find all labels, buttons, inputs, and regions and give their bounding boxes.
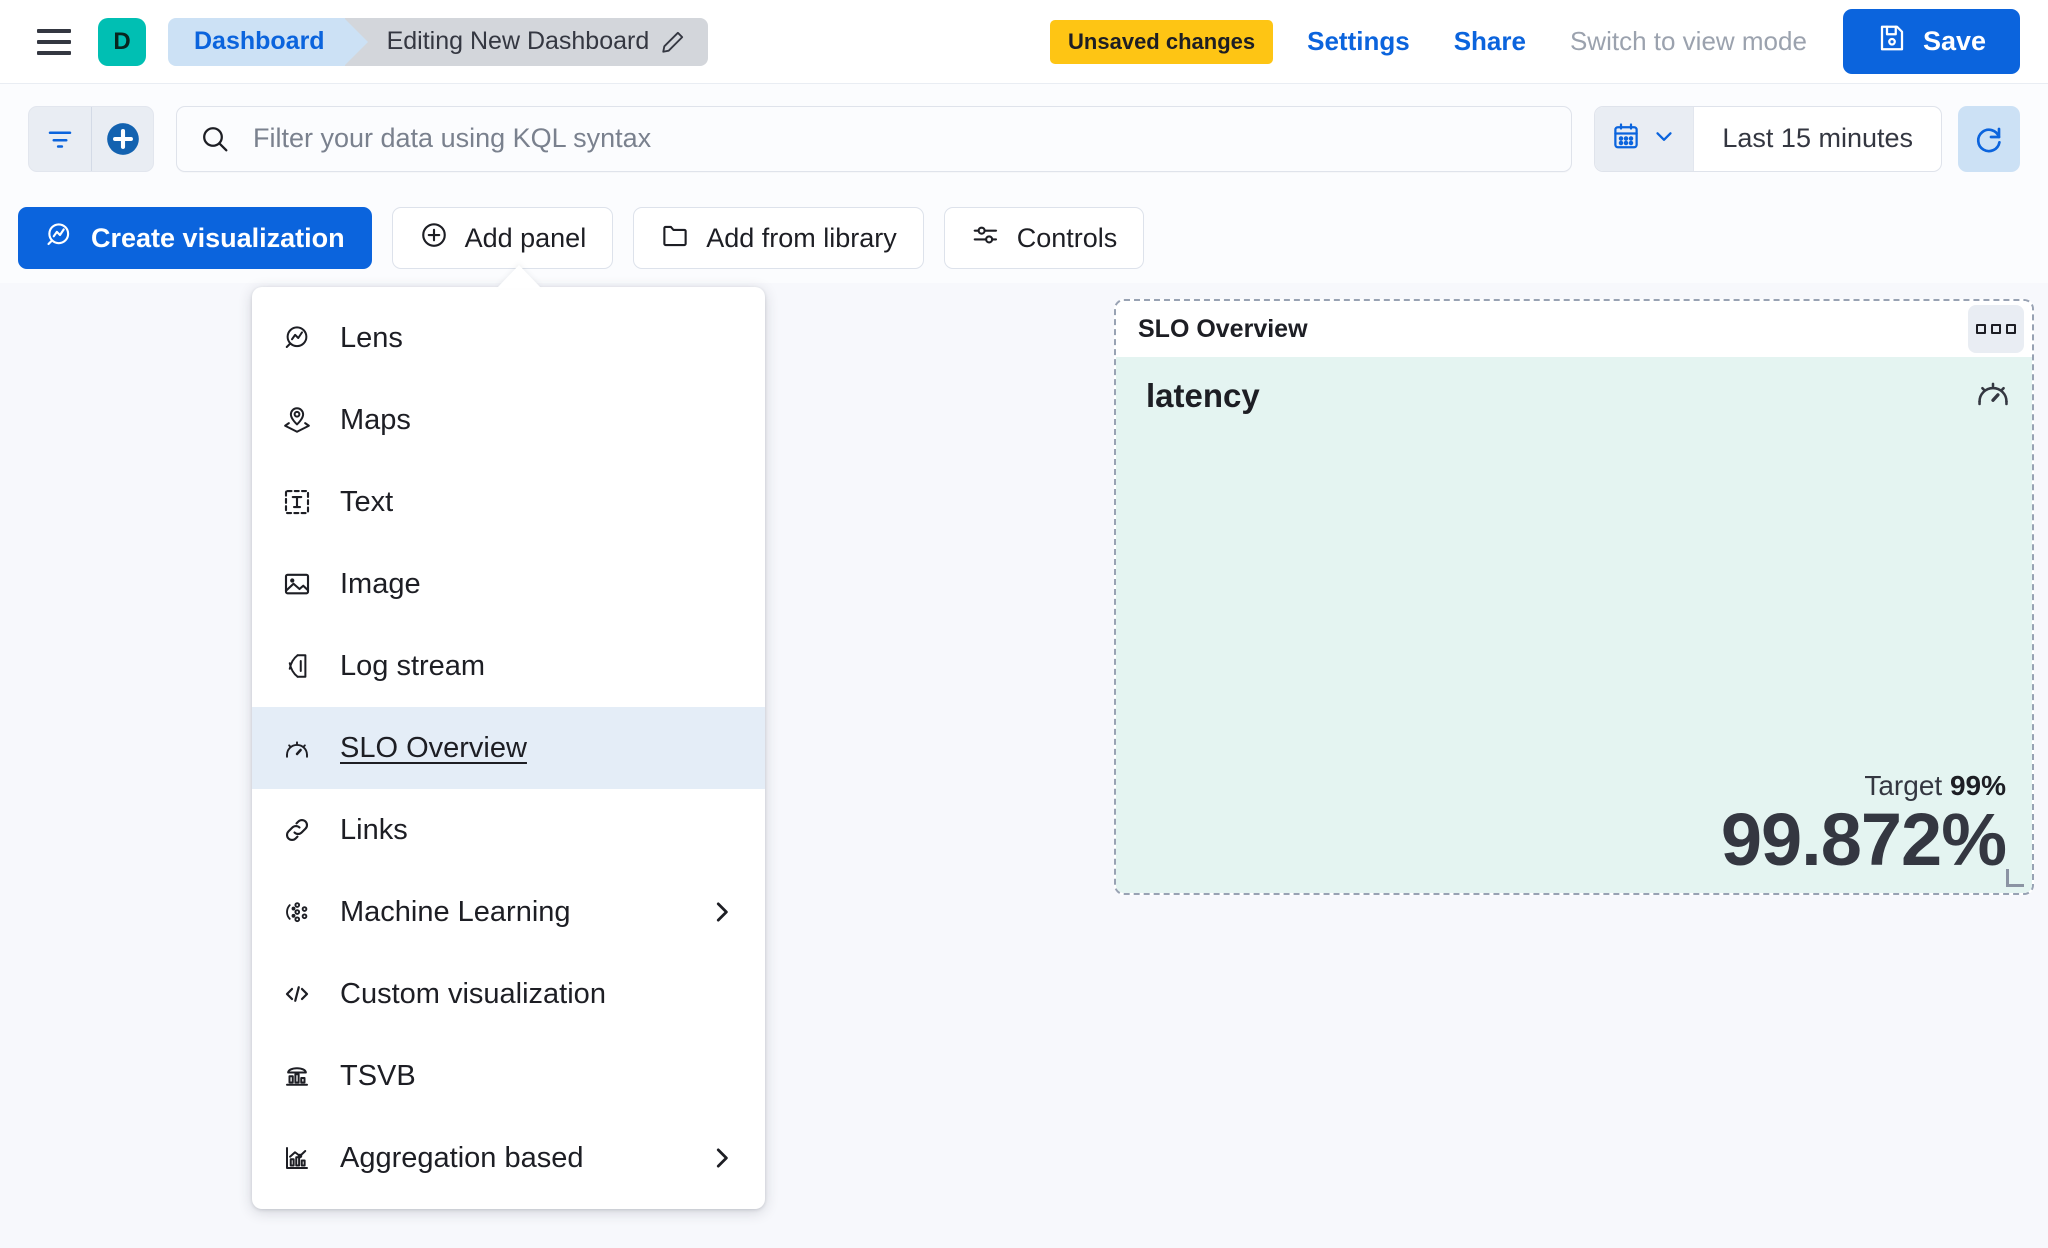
hamburger-icon[interactable]	[32, 20, 76, 64]
top-header-bar: D Dashboard Editing New Dashboard Unsave…	[0, 0, 2048, 84]
aggregation-chart-icon	[280, 1143, 314, 1173]
refresh-button[interactable]	[1958, 105, 2020, 172]
map-marker-layers-icon	[280, 405, 314, 435]
slo-overview-panel[interactable]: SLO Overview latency Target 99% 99.872%	[1114, 299, 2034, 895]
menu-item-lens[interactable]: Lens	[252, 297, 765, 379]
menu-item-label: Machine Learning	[340, 895, 571, 928]
pencil-icon[interactable]	[660, 29, 686, 55]
breadcrumb-dashboard-label: Dashboard	[194, 27, 325, 55]
save-icon	[1877, 23, 1907, 60]
folder-icon	[660, 220, 690, 257]
image-icon	[280, 569, 314, 599]
add-panel-label: Add panel	[464, 222, 587, 253]
filter-icon[interactable]	[29, 107, 91, 171]
add-from-library-label: Add from library	[706, 222, 897, 253]
menu-item-log-stream[interactable]: Log stream	[252, 625, 765, 707]
add-panel-button[interactable]: Add panel	[391, 207, 614, 269]
slo-target: Target 99%	[1721, 770, 2006, 802]
slo-sli-value: 99.872%	[1720, 798, 2007, 882]
calendar-icon	[1611, 121, 1641, 156]
sliders-icon	[971, 220, 1001, 257]
panel-header: SLO Overview	[1116, 301, 2032, 357]
slo-name: latency	[1146, 377, 1260, 414]
menu-item-text[interactable]: Text	[252, 461, 765, 543]
switch-to-view-mode-link[interactable]: Switch to view mode	[1569, 26, 1807, 56]
lens-icon	[280, 323, 314, 353]
tsvb-icon	[280, 1061, 314, 1091]
panel-body: latency Target 99% 99.872%	[1116, 357, 2032, 893]
menu-item-label: Lens	[340, 321, 403, 354]
lens-icon	[45, 220, 75, 257]
breadcrumb-editing-label: Editing New Dashboard	[386, 27, 650, 55]
query-bar: Last 15 minutes	[0, 84, 2048, 193]
breadcrumb-item-dashboard[interactable]: Dashboard	[168, 17, 368, 66]
breadcrumb: Dashboard Editing New Dashboard	[168, 17, 709, 66]
date-picker: Last 15 minutes	[1594, 105, 1942, 172]
grid-dots-icon[interactable]	[1968, 305, 2024, 353]
menu-item-tsvb[interactable]: TSVB	[252, 1035, 765, 1117]
add-panel-menu: Lens Maps Text	[252, 287, 765, 1209]
panel-resize-handle[interactable]	[2006, 869, 2024, 887]
chevron-right-icon	[707, 897, 737, 927]
menu-item-custom-visualization[interactable]: Custom visualization	[252, 953, 765, 1035]
app-badge[interactable]: D	[98, 17, 146, 66]
machine-learning-icon	[280, 897, 314, 927]
chevron-down-icon	[1651, 123, 1677, 154]
text-box-icon	[280, 487, 314, 517]
menu-item-machine-learning[interactable]: Machine Learning	[252, 871, 765, 953]
menu-item-links[interactable]: Links	[252, 789, 765, 871]
save-button[interactable]: Save	[1842, 9, 2020, 74]
menu-item-label: Image	[340, 567, 421, 600]
create-visualization-button[interactable]: Create visualization	[18, 207, 372, 269]
log-stream-icon	[280, 651, 314, 681]
create-visualization-label: Create visualization	[91, 222, 345, 253]
menu-item-label: Links	[340, 813, 408, 846]
time-range-label[interactable]: Last 15 minutes	[1722, 123, 1913, 153]
editing-toolbar: Create visualization Add panel Add from …	[0, 193, 2048, 283]
menu-item-aggregation-based[interactable]: Aggregation based	[252, 1117, 765, 1199]
add-filter-icon[interactable]	[91, 106, 153, 171]
plus-circle-icon	[419, 220, 449, 257]
share-link[interactable]: Share	[1453, 26, 1526, 56]
controls-label: Controls	[1016, 222, 1118, 253]
menu-item-label: Custom visualization	[340, 977, 606, 1010]
menu-item-label: Aggregation based	[340, 1141, 584, 1174]
slo-metrics: Target 99% 99.872%	[1720, 770, 2007, 882]
menu-item-label: Text	[340, 485, 394, 518]
breadcrumb-item-editing[interactable]: Editing New Dashboard	[344, 17, 709, 66]
code-icon	[280, 979, 314, 1009]
calendar-quick-select-button[interactable]	[1595, 106, 1695, 171]
unsaved-changes-badge[interactable]: Unsaved changes	[1050, 19, 1274, 64]
menu-item-slo-overview[interactable]: SLO Overview	[252, 707, 765, 789]
gauge-icon	[1974, 373, 2012, 416]
popover-arrow	[497, 265, 541, 288]
filter-button-group	[28, 105, 154, 172]
link-icon	[280, 815, 314, 845]
menu-item-label: Maps	[340, 403, 411, 436]
slo-target-value: 99%	[1949, 770, 2006, 802]
controls-button[interactable]: Controls	[943, 207, 1145, 269]
menu-item-label: Log stream	[340, 649, 486, 682]
panel-title: SLO Overview	[1138, 314, 1308, 343]
search-input[interactable]	[253, 123, 1550, 154]
search-icon	[199, 123, 231, 155]
gauge-icon	[280, 733, 314, 763]
menu-item-image[interactable]: Image	[252, 543, 765, 625]
header-actions: Unsaved changes Settings Share Switch to…	[1050, 9, 2048, 74]
search-box[interactable]	[176, 105, 1573, 172]
add-from-library-button[interactable]: Add from library	[633, 207, 924, 269]
menu-item-maps[interactable]: Maps	[252, 379, 765, 461]
menu-item-label: SLO Overview	[340, 731, 527, 764]
settings-link[interactable]: Settings	[1307, 26, 1410, 56]
save-button-label: Save	[1922, 26, 1986, 56]
slo-target-label: Target	[1864, 770, 1943, 802]
chevron-right-icon	[707, 1143, 737, 1173]
menu-item-label: TSVB	[340, 1059, 416, 1092]
